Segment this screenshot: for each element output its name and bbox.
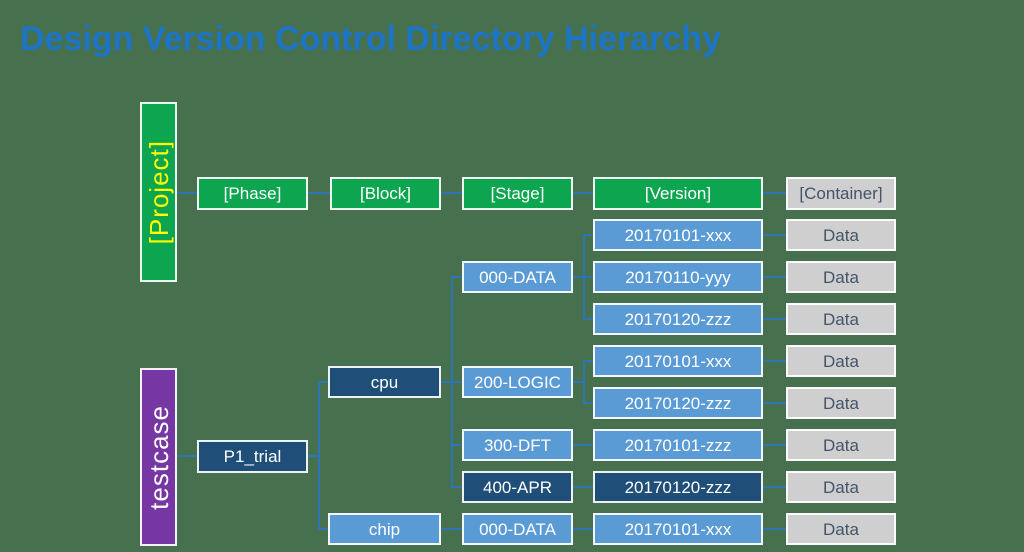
node-label: 200-LOGIC [474, 372, 561, 392]
node-cpu: cpu [328, 366, 441, 398]
connector-line [763, 234, 786, 236]
node-phase: [Phase] [197, 177, 308, 210]
connector-line [583, 402, 593, 404]
node-ver-20170101-xxx-1: 20170101-xxx [593, 219, 763, 251]
node-ver-20170101-xxx-2: 20170101-xxx [593, 345, 763, 377]
node-label: 20170120-zzz [624, 393, 732, 413]
node-testcase: testcase [140, 368, 177, 546]
node-data-3: Data [786, 303, 896, 335]
connector-line [451, 276, 462, 278]
node-label: 20170101-xxx [624, 351, 732, 371]
node-stage-000-data-chip: 000-DATA [462, 513, 573, 545]
connector-line [583, 234, 585, 320]
node-ver-20170101-zzz: 20170101-zzz [593, 429, 763, 461]
node-stage: [Stage] [462, 177, 573, 210]
node-data-5: Data [786, 387, 896, 419]
node-label: cpu [370, 372, 399, 392]
node-label: 000-DATA [479, 519, 556, 539]
node-label: [Container] [799, 184, 883, 203]
node-ver-20170110-yyy: 20170110-yyy [593, 261, 763, 293]
node-label: 20170101-xxx [624, 225, 732, 245]
node-label: 300-DFT [483, 435, 552, 455]
connector-line [308, 192, 330, 194]
node-label: Data [823, 351, 859, 371]
node-label: Data [823, 519, 859, 539]
node-label: chip [368, 519, 401, 539]
connector-line [441, 381, 451, 383]
node-ver-20170120-zzz-1: 20170120-zzz [593, 303, 763, 335]
node-label: 400-APR [483, 477, 552, 497]
node-label: 20170101-zzz [624, 435, 732, 455]
node-label: Data [823, 477, 859, 497]
node-label: 20170101-xxx [624, 519, 732, 539]
connector-line [583, 234, 593, 236]
node-data-1: Data [786, 219, 896, 251]
connector-line [763, 402, 786, 404]
node-data-8: Data [786, 513, 896, 545]
node-block: [Block] [330, 177, 441, 210]
node-data-6: Data [786, 429, 896, 461]
node-label: 20170120-zzz [624, 477, 732, 497]
node-stage-400-apr: 400-APR [462, 471, 573, 503]
node-label: [Version] [644, 184, 712, 203]
node-p1-trial: P1_trial [197, 440, 308, 473]
connector-line [573, 381, 583, 383]
connector-line [583, 360, 593, 362]
node-label: Data [823, 309, 859, 329]
node-label: [Block] [359, 184, 412, 203]
connector-line [763, 486, 786, 488]
connector-line [177, 192, 197, 194]
node-label: 20170110-yyy [625, 267, 731, 287]
node-label: 20170120-zzz [624, 309, 732, 329]
connector-line [763, 360, 786, 362]
connector-line [573, 486, 593, 488]
connector-line [573, 444, 593, 446]
connector-line [318, 381, 328, 383]
connector-line [583, 318, 593, 320]
connector-line [441, 528, 462, 530]
node-label: Data [823, 435, 859, 455]
connector-line [451, 381, 462, 383]
node-label: [Project] [143, 139, 174, 245]
node-label: [Phase] [223, 184, 282, 203]
connector-line [573, 192, 593, 194]
connector-line [763, 528, 786, 530]
connector-line [318, 381, 320, 530]
node-stage-200-logic: 200-LOGIC [462, 366, 573, 398]
node-label: Data [823, 225, 859, 245]
connector-line [441, 192, 462, 194]
connector-line [763, 318, 786, 320]
page-title: Design Version Control Directory Hierarc… [20, 20, 721, 58]
node-data-4: Data [786, 345, 896, 377]
connector-line [763, 444, 786, 446]
node-label: P1_trial [223, 447, 282, 466]
node-project: [Project] [140, 102, 177, 282]
node-label: testcase [143, 404, 174, 510]
node-chip: chip [328, 513, 441, 545]
node-ver-20170120-zzz-2: 20170120-zzz [593, 387, 763, 419]
connector-line [763, 192, 786, 194]
node-stage-300-dft: 300-DFT [462, 429, 573, 461]
connector-line [573, 528, 593, 530]
node-ver-20170101-xxx-3: 20170101-xxx [593, 513, 763, 545]
node-stage-000-data-cpu: 000-DATA [462, 261, 573, 293]
node-label: 000-DATA [479, 267, 556, 287]
connector-line [451, 444, 462, 446]
connector-line [763, 276, 786, 278]
connector-line [451, 486, 462, 488]
node-container: [Container] [786, 177, 896, 210]
connector-line [583, 360, 585, 404]
node-label: Data [823, 267, 859, 287]
connector-line [177, 455, 197, 457]
connector-line [318, 528, 328, 530]
node-label: Data [823, 393, 859, 413]
connector-line [308, 455, 318, 457]
node-label: [Stage] [490, 184, 545, 203]
node-data-2: Data [786, 261, 896, 293]
node-data-7: Data [786, 471, 896, 503]
node-ver-20170120-zzz-3: 20170120-zzz [593, 471, 763, 503]
node-version: [Version] [593, 177, 763, 210]
